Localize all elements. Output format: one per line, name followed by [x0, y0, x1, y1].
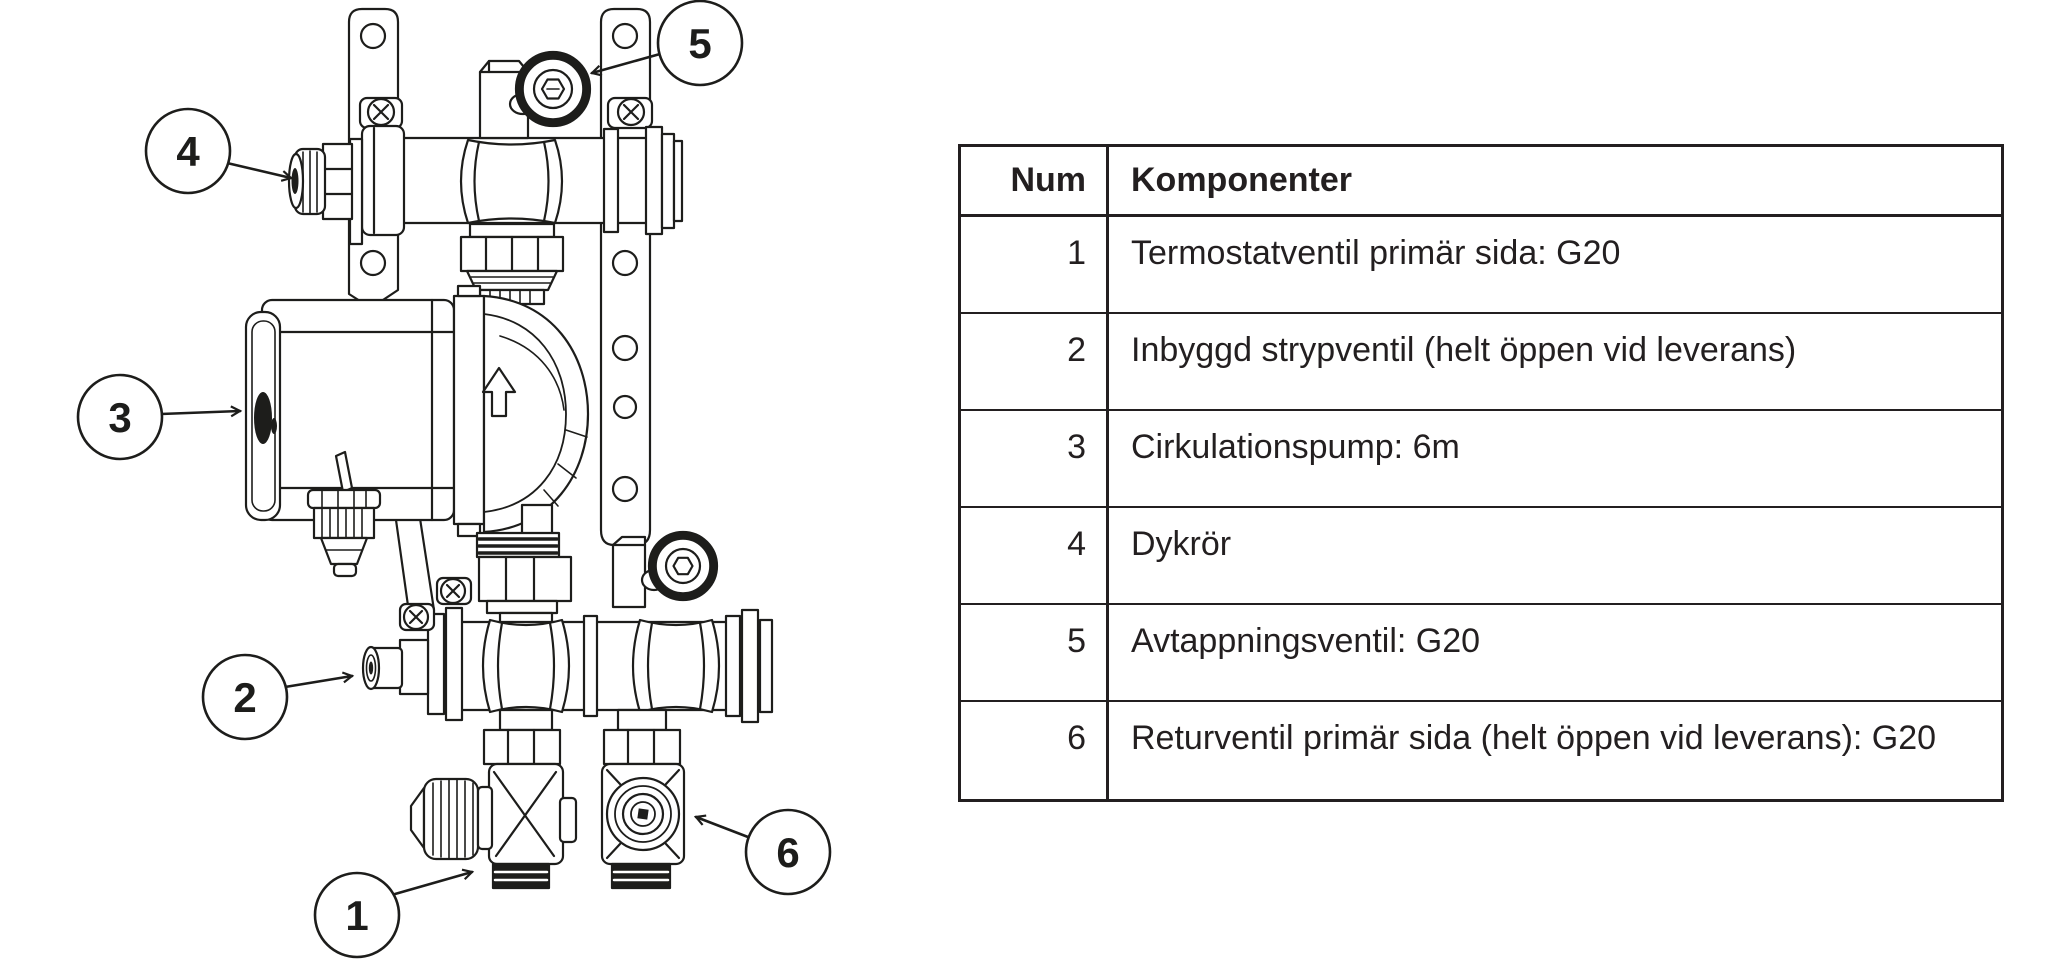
callout-2: 2 — [201, 653, 355, 741]
callout-1: 1 — [313, 868, 475, 959]
callout-3: 3 — [76, 373, 243, 461]
drain-valve-bottom — [611, 530, 719, 609]
svg-text:5: 5 — [688, 20, 711, 67]
pump-outlet-union — [475, 503, 573, 625]
row-component-cell: Cirkulationspump: 6m — [1131, 428, 1460, 466]
svg-text:1: 1 — [345, 892, 368, 939]
table-row: 2 Inbyggd strypventil (helt öppen vid le… — [961, 314, 2001, 411]
callout-5: 5 — [589, 0, 744, 87]
pump-group-illustration: 4 5 3 2 — [76, 0, 832, 959]
svg-text:3: 3 — [108, 394, 131, 441]
table-row: 5 Avtappningsventil: G20 — [961, 605, 2001, 702]
svg-text:2: 2 — [233, 674, 256, 721]
row-num-cell: 6 — [961, 702, 1109, 799]
thermostat-valve — [409, 708, 578, 890]
row-num-cell: 5 — [961, 605, 1109, 700]
row-num-cell: 4 — [961, 508, 1109, 603]
table-body: 1 Termostatventil primär sida: G20 2 Inb… — [961, 217, 2001, 799]
bottom-pipe — [428, 608, 774, 724]
table-header-row: Num Komponenter — [961, 147, 2001, 217]
row-component-cell: Termostatventil primär sida: G20 — [1131, 234, 1621, 272]
svg-text:4: 4 — [176, 128, 200, 175]
row-component-cell: Avtappningsventil: G20 — [1131, 622, 1481, 660]
callout-4: 4 — [144, 107, 294, 195]
dip-tube-fitting — [287, 124, 406, 246]
row-num-cell: 3 — [961, 411, 1109, 506]
flow-arrow-icon — [481, 366, 517, 418]
row-component-cell: Dykrör — [1131, 525, 1232, 563]
svg-text:6: 6 — [776, 829, 799, 876]
callout-6: 6 — [693, 808, 832, 896]
header-komponenter: Komponenter — [1131, 161, 1352, 199]
screw-icon — [366, 97, 646, 127]
components-table: Num Komponenter 1 Termostatventil primär… — [958, 144, 2004, 802]
row-component-cell: Returventil primär sida (helt öppen vid … — [1131, 719, 1937, 757]
row-num-cell: 2 — [961, 314, 1109, 409]
top-pipe — [287, 96, 684, 246]
return-valve — [600, 708, 686, 890]
table-row: 4 Dykrör — [961, 508, 2001, 605]
row-num-cell: 1 — [961, 217, 1109, 312]
header-num: Num — [961, 147, 1109, 214]
screw-icon — [398, 576, 473, 632]
drain-valve-top — [478, 50, 592, 140]
callouts: 4 5 3 2 — [76, 0, 832, 959]
table-row: 1 Termostatventil primär sida: G20 — [961, 217, 2001, 314]
top-union-nut — [459, 222, 565, 306]
circulation-pump — [244, 284, 590, 578]
balancing-valve — [361, 606, 464, 722]
table-row: 6 Returventil primär sida (helt öppen vi… — [961, 702, 2001, 799]
table-row: 3 Cirkulationspump: 6m — [961, 411, 2001, 508]
row-component-cell: Inbyggd strypventil (helt öppen vid leve… — [1131, 331, 1797, 369]
right-bracket — [599, 7, 652, 547]
